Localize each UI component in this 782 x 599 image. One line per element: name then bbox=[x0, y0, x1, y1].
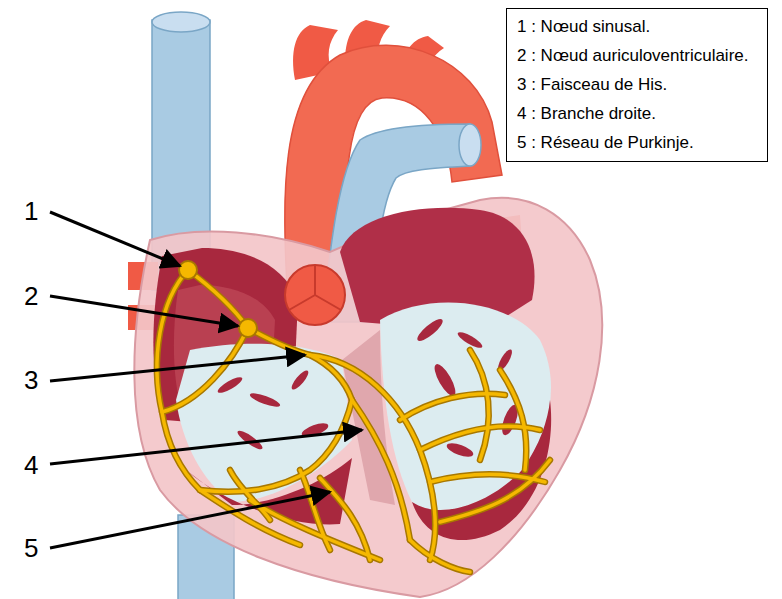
callout-number: 2 bbox=[24, 281, 38, 311]
leader-line bbox=[50, 355, 305, 381]
pulmonary-artery-opening bbox=[459, 124, 481, 166]
key-entry: 4 : Branche droite. bbox=[517, 99, 757, 128]
key-entry: 1 : Nœud sinusal. bbox=[517, 12, 757, 41]
aortic-valve bbox=[285, 265, 345, 325]
key-entry: 3 : Faisceau de His. bbox=[517, 70, 757, 99]
leader-line bbox=[50, 212, 180, 266]
leader-line bbox=[50, 430, 362, 464]
conduction-outline bbox=[157, 270, 550, 572]
conduction-system bbox=[157, 270, 550, 572]
sinus-node bbox=[179, 261, 197, 279]
heart-wall bbox=[134, 198, 602, 597]
callout-number: 3 bbox=[24, 365, 38, 395]
vena-cava-opening bbox=[152, 12, 210, 32]
legend-box: 1 : Nœud sinusal.2 : Nœud auriculoventri… bbox=[506, 8, 768, 162]
key-entry: 2 : Nœud auriculoventriculaire. bbox=[517, 41, 757, 70]
callout-number: 5 bbox=[24, 533, 38, 563]
leader-line bbox=[50, 492, 330, 548]
valve-cusps bbox=[289, 266, 341, 310]
callout-number: 4 bbox=[24, 450, 38, 480]
leader-line bbox=[50, 296, 238, 326]
key-entry: 5 : Réseau de Purkinje. bbox=[517, 128, 757, 157]
leader-lines bbox=[50, 212, 362, 548]
av-node bbox=[239, 319, 257, 337]
callout-number: 1 bbox=[24, 196, 38, 226]
